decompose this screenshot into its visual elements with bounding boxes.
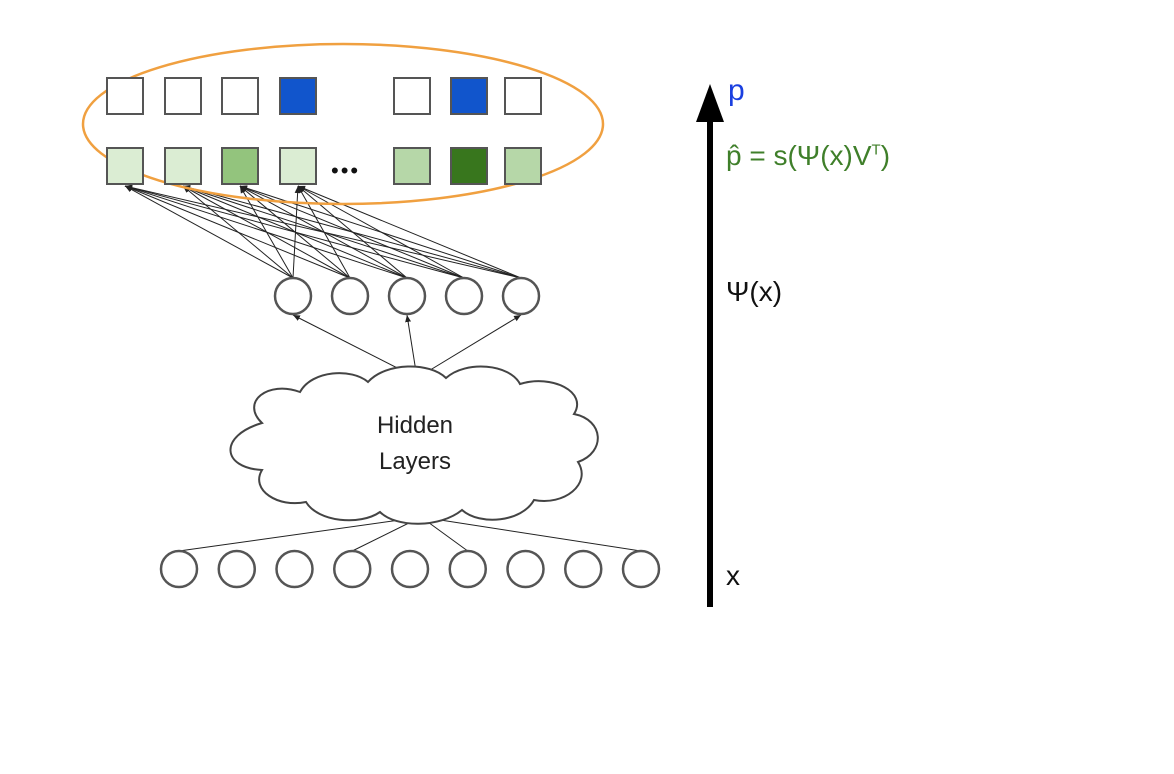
prediction-box xyxy=(450,147,488,185)
embedding-node xyxy=(273,276,313,316)
edge xyxy=(420,515,642,552)
embedding-node xyxy=(444,276,484,316)
arrow-head-icon xyxy=(696,84,724,122)
edge xyxy=(124,185,408,279)
input-node xyxy=(506,549,545,589)
target-box xyxy=(504,77,542,115)
direction-arrow xyxy=(696,84,724,607)
embedding-node xyxy=(330,276,370,316)
target-box xyxy=(450,77,488,115)
input-nodes xyxy=(159,549,661,589)
target-box xyxy=(221,77,259,115)
prediction-label-superscript: T xyxy=(871,141,881,159)
embedding-node xyxy=(387,276,427,316)
prediction-box xyxy=(279,147,317,185)
prediction-label-main: p̂ = s(Ψ(x)V xyxy=(726,140,872,171)
edge xyxy=(182,184,522,279)
input-node xyxy=(333,549,372,589)
prediction-box xyxy=(164,147,202,185)
edge xyxy=(124,185,351,279)
edge xyxy=(124,184,522,279)
input-label: x xyxy=(726,560,740,591)
target-row xyxy=(106,77,542,115)
input-node xyxy=(564,549,603,589)
target-box xyxy=(106,77,144,115)
target-label: p xyxy=(728,74,745,107)
input-node xyxy=(275,549,314,589)
prediction-label-close: ) xyxy=(880,140,891,171)
edge xyxy=(297,185,522,279)
hidden-layers-label-line1: Hidden xyxy=(376,412,454,439)
embedding-label: Ψ(x) xyxy=(726,276,783,307)
edge xyxy=(239,185,522,279)
prediction-box xyxy=(106,147,144,185)
hidden-layers-label-line2: Layers xyxy=(378,448,452,475)
hidden-layers-cloud xyxy=(229,365,599,525)
prediction-row xyxy=(106,147,542,185)
target-box xyxy=(279,77,317,115)
prediction-box xyxy=(393,147,431,185)
prediction-label: p̂ = s(Ψ(x)VT) xyxy=(726,142,890,170)
edge xyxy=(124,184,465,279)
embedding-node xyxy=(501,276,541,316)
ellipsis-dots: ••• xyxy=(331,158,360,183)
edge xyxy=(124,185,294,279)
prediction-box xyxy=(504,147,542,185)
input-node xyxy=(448,549,487,589)
input-node xyxy=(621,549,661,589)
input-node xyxy=(159,549,199,589)
input-node xyxy=(217,549,256,589)
edge xyxy=(416,314,522,379)
input-node xyxy=(390,549,430,589)
prediction-box xyxy=(221,147,259,185)
target-box xyxy=(393,77,431,115)
edge xyxy=(178,515,422,552)
embedding-nodes xyxy=(273,276,541,316)
target-box xyxy=(164,77,202,115)
output-group-ellipse xyxy=(81,42,605,206)
